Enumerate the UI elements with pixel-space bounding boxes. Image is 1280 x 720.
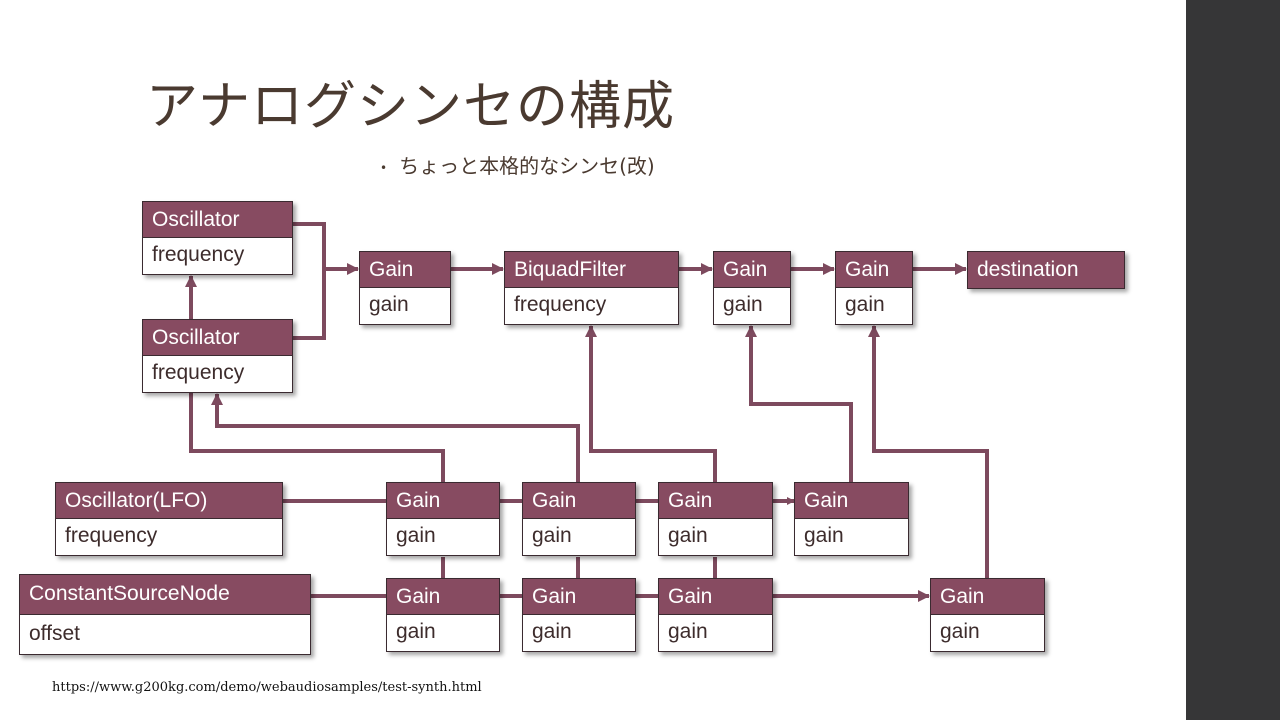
node-title: Oscillator <box>143 202 292 238</box>
node-lfo-gain-2: Gain gain <box>522 482 636 556</box>
node-title: Gain <box>795 483 908 519</box>
node-param: gain <box>668 524 708 547</box>
node-biquadfilter: BiquadFilter frequency <box>504 251 679 325</box>
wire-lfogain3-to-filter <box>585 325 717 483</box>
node-title: Gain <box>387 483 499 519</box>
node-title: Oscillator <box>143 320 292 356</box>
node-param: gain <box>845 293 885 316</box>
bullet-icon: • <box>380 160 388 175</box>
subtitle-text: ちょっと本格的なシンセ(改) <box>399 154 655 178</box>
slide-title: アナログシンセの構成 <box>146 77 675 137</box>
node-param: frequency <box>152 361 245 384</box>
node-gain-main-1: Gain gain <box>359 251 451 325</box>
node-param: frequency <box>152 243 245 266</box>
node-title: Gain <box>931 579 1044 615</box>
node-lfo-gain-1: Gain gain <box>386 482 500 556</box>
connection-wires <box>185 222 989 602</box>
node-param: gain <box>804 524 844 547</box>
wire-lfogain2-to-osc2 <box>211 393 580 483</box>
node-param: frequency <box>514 293 607 316</box>
node-const-gain-2: Gain gain <box>522 578 636 652</box>
node-title: BiquadFilter <box>505 252 678 288</box>
node-param: gain <box>532 620 572 643</box>
node-oscillator-1: Oscillator frequency <box>142 201 293 275</box>
node-gain-main-3: Gain gain <box>835 251 913 325</box>
node-title: destination <box>968 252 1124 288</box>
wire-osc1-to-gain <box>292 222 326 269</box>
slide: アナログシンセの構成 • ちょっと本格的なシンセ(改) <box>19 77 1125 695</box>
node-title: Gain <box>523 483 635 519</box>
node-title: Gain <box>714 252 790 288</box>
node-lfo-gain-4: Gain gain <box>794 482 909 556</box>
node-destination: destination <box>967 251 1125 289</box>
node-oscillator-2: Oscillator frequency <box>142 319 293 393</box>
node-param: gain <box>532 524 572 547</box>
side-panel <box>1186 0 1280 720</box>
node-title: Gain <box>659 579 772 615</box>
node-param: gain <box>396 524 436 547</box>
node-param: gain <box>723 293 763 316</box>
node-param: gain <box>369 293 409 316</box>
node-title: Gain <box>836 252 912 288</box>
wire-constgain4-to-gain3 <box>868 325 989 579</box>
node-title: Gain <box>523 579 635 615</box>
node-gain-main-2: Gain gain <box>713 251 791 325</box>
node-param: gain <box>396 620 436 643</box>
node-title: Gain <box>360 252 450 288</box>
node-param: gain <box>668 620 708 643</box>
node-title: Oscillator(LFO) <box>56 483 282 519</box>
node-title: Gain <box>659 483 772 519</box>
node-oscillator-lfo: Oscillator(LFO) frequency <box>55 482 283 556</box>
slide-subtitle: • ちょっと本格的なシンセ(改) <box>380 150 655 179</box>
node-constantsource: ConstantSourceNode offset <box>19 574 311 655</box>
node-title: Gain <box>387 579 499 615</box>
node-const-gain-3: Gain gain <box>658 578 773 652</box>
node-lfo-gain-3: Gain gain <box>658 482 773 556</box>
wire-lfogain1-to-osc1 <box>189 393 445 483</box>
wire-osc2-to-gain <box>292 269 326 340</box>
node-param: gain <box>940 620 980 643</box>
node-const-gain-1: Gain gain <box>386 578 500 652</box>
wire-lfogain4-to-gain2 <box>745 325 853 483</box>
node-param: offset <box>29 622 80 645</box>
source-url: https://www.g200kg.com/demo/webaudiosamp… <box>52 680 482 695</box>
node-param: frequency <box>65 524 158 547</box>
node-title: ConstantSourceNode <box>20 575 310 615</box>
node-const-gain-4: Gain gain <box>930 578 1045 652</box>
